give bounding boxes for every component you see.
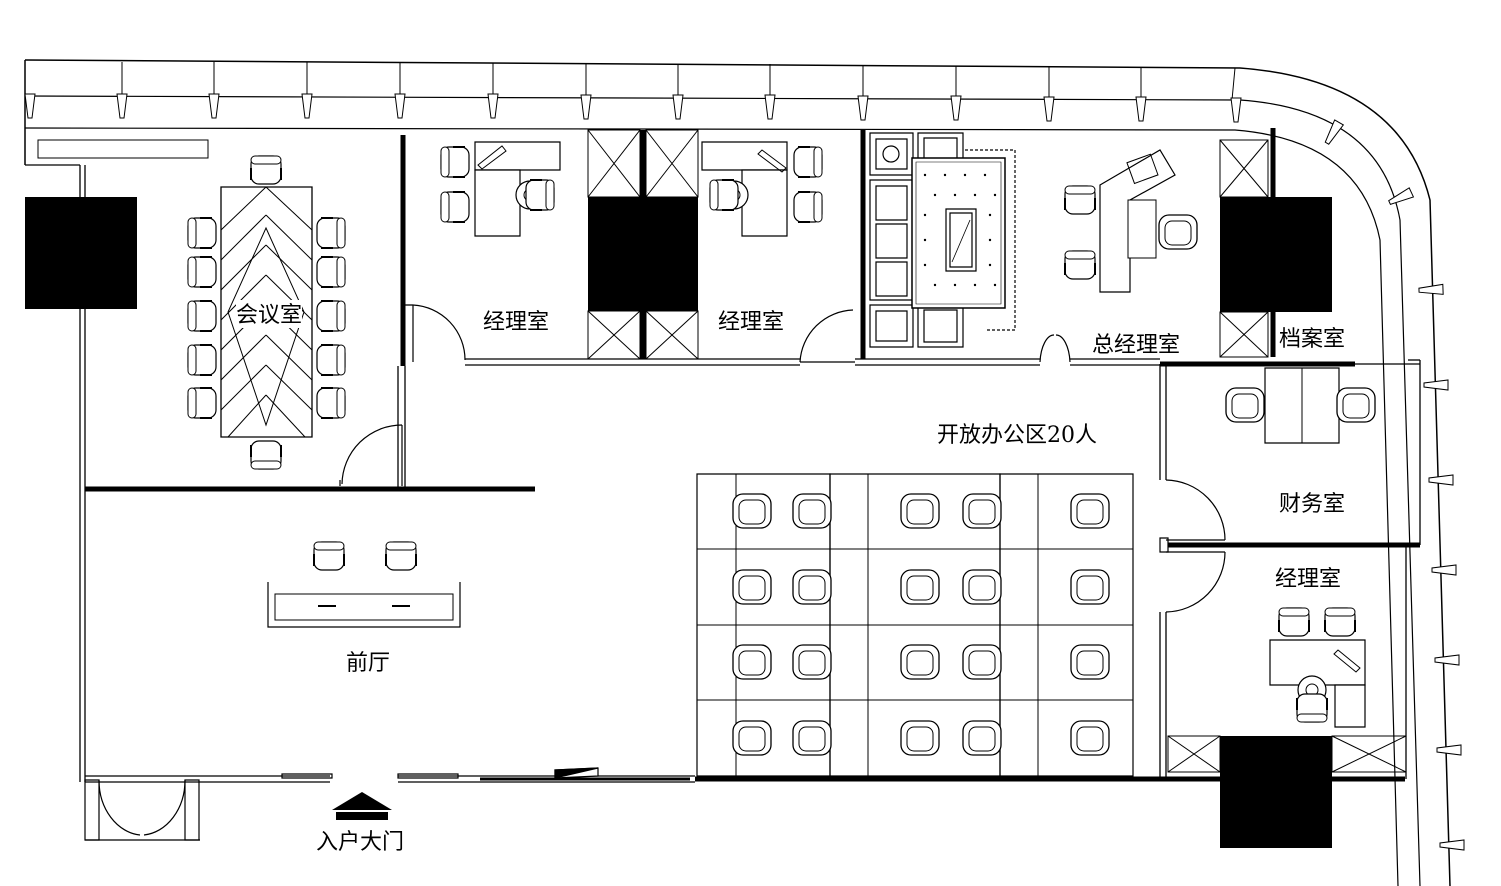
lounge-furniture [870, 133, 1015, 347]
manager-room-1-furniture [440, 142, 560, 236]
reception-furniture [268, 541, 460, 627]
meeting-room-label: 会议室 [236, 303, 302, 328]
gm-room-furniture [1064, 149, 1198, 293]
open-office-workstations [697, 474, 1133, 776]
gm-room-label: 总经理室 [1092, 333, 1180, 358]
lobby-label: 前厅 [346, 651, 390, 676]
walls-thin [80, 165, 1420, 782]
shafts [588, 130, 1406, 772]
doors [85, 305, 1225, 840]
manager-room-1-label: 经理室 [483, 310, 549, 335]
finance-room-furniture [1225, 368, 1376, 443]
open-office-label: 开放办公区20人 [937, 423, 1097, 448]
manager-room-3-furniture [1270, 607, 1365, 727]
manager-room-2-furniture [702, 142, 823, 236]
walls-thick [85, 128, 1420, 779]
curtain-wall-fins [122, 62, 1235, 100]
manager-room-2-label: 经理室 [718, 310, 784, 335]
entrance-arrow [332, 792, 392, 820]
entrance-label: 入户大门 [316, 830, 404, 855]
archive-room-label: 档案室 [1279, 327, 1345, 352]
room-labels: 会议室 经理室 经理室 总经理室 档案室 开放办公区20人 财务室 经理室 前厅… [236, 300, 1345, 855]
finance-room-label: 财务室 [1279, 492, 1345, 517]
manager-room-3-label: 经理室 [1275, 567, 1341, 592]
